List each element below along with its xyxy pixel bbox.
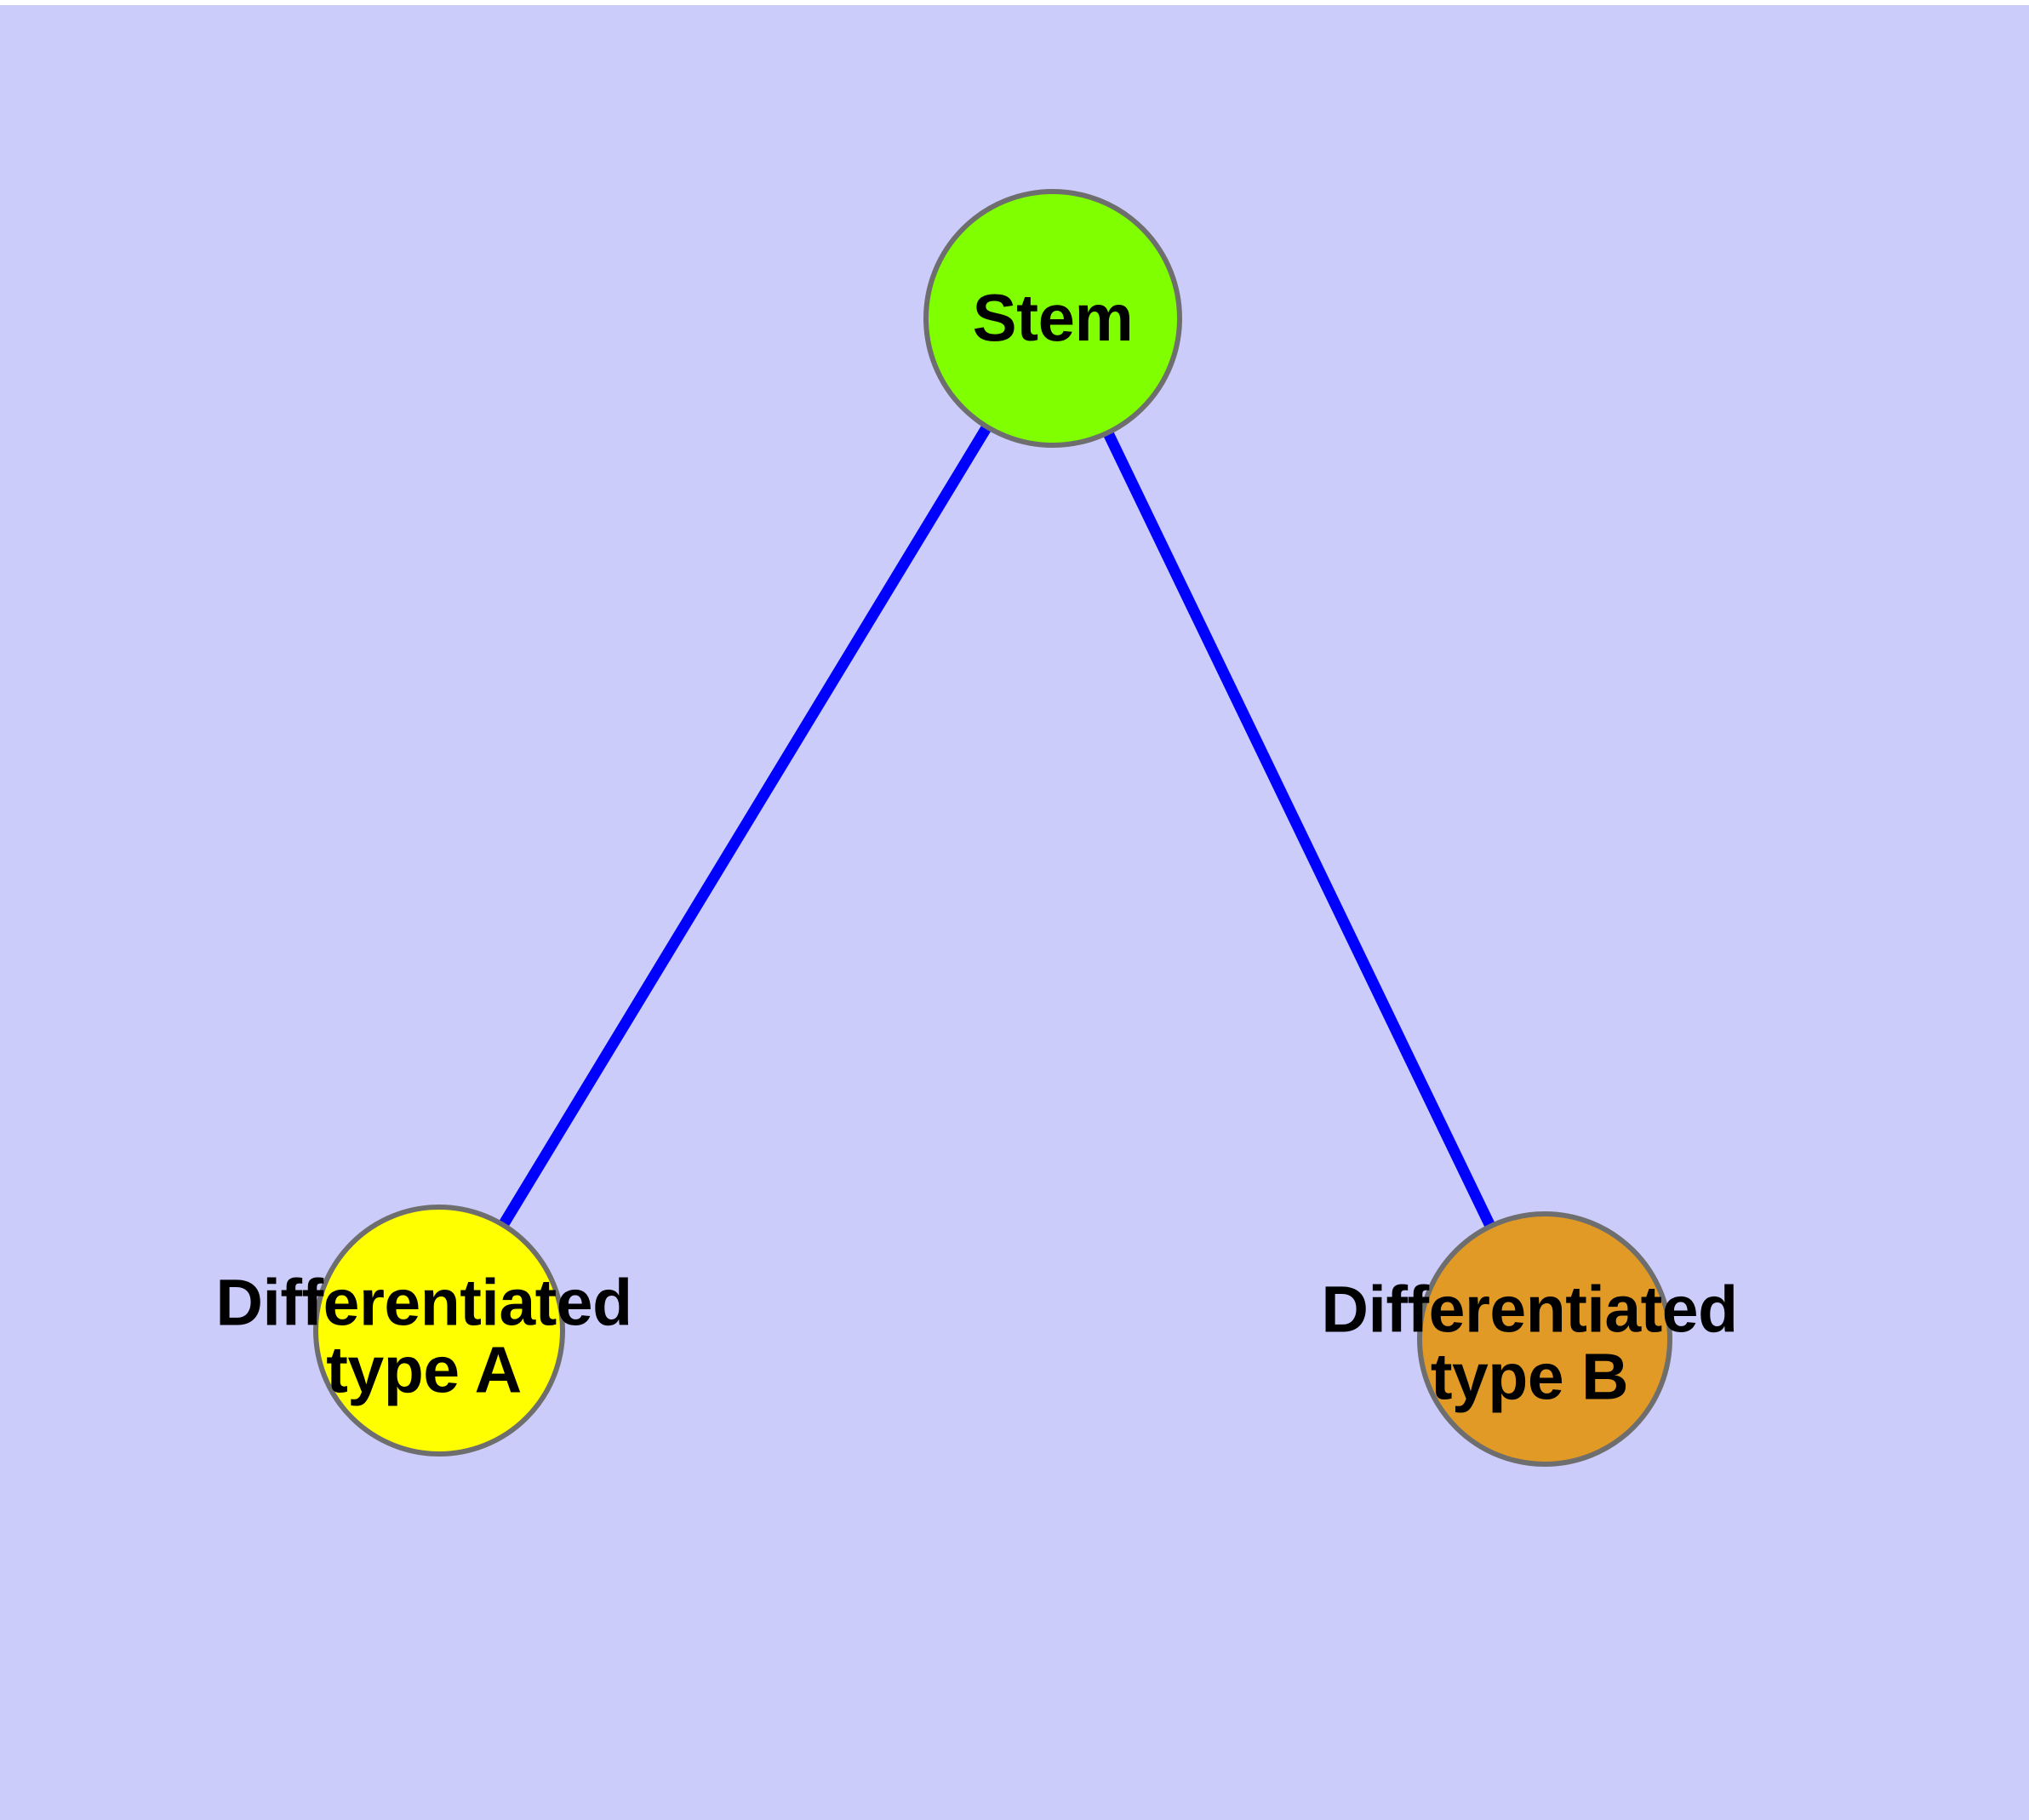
graph-node-diff_b[interactable] bbox=[1417, 1211, 1672, 1467]
graph-node-diff_a[interactable] bbox=[313, 1205, 565, 1457]
graph-edge[interactable] bbox=[1048, 316, 1550, 1342]
nodes-layer bbox=[313, 189, 1672, 1467]
edges-layer bbox=[434, 315, 1550, 1342]
graph-edge[interactable] bbox=[434, 315, 1058, 1334]
graph-node-stem[interactable] bbox=[923, 189, 1182, 448]
